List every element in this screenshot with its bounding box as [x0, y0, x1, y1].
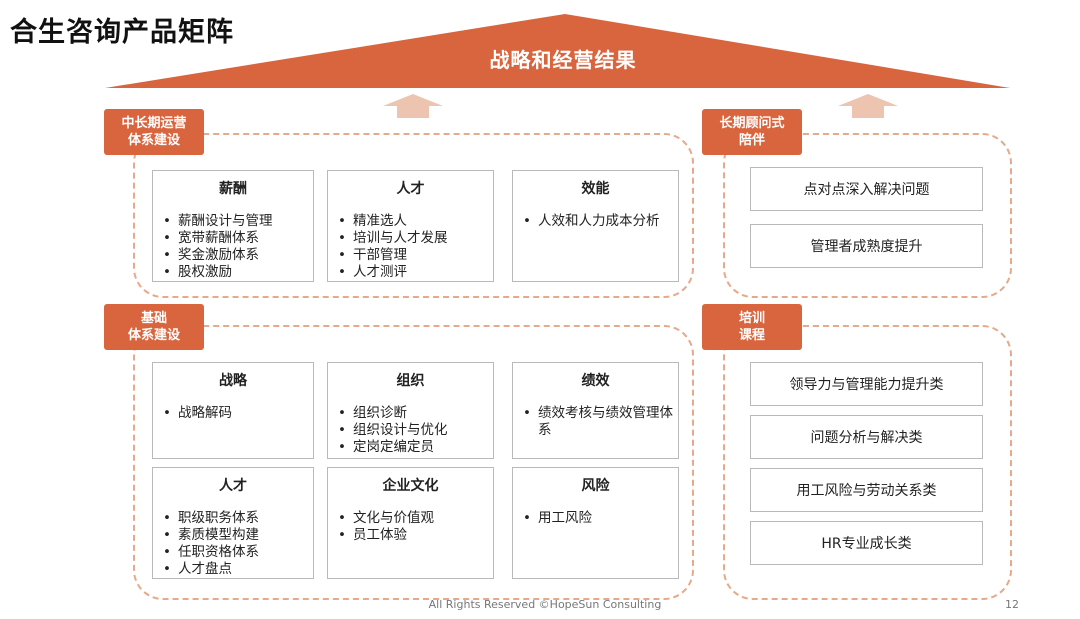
card-talent-foundation: 人才 职级职务体系 素质模型构建 任职资格体系 人才盘点: [152, 467, 314, 579]
tag-line: 长期顾问式: [719, 116, 785, 131]
training-item: HR专业成长类: [750, 521, 983, 565]
list-item: 薪酬设计与管理: [163, 213, 313, 230]
tag-training: 培训 课程: [702, 304, 802, 350]
footer-copyright: All Rights Reserved ©HopeSun Consulting: [428, 598, 662, 611]
card-title: 企业文化: [382, 478, 439, 494]
list-item: 人才测评: [338, 264, 493, 281]
training-item: 问题分析与解决类: [750, 415, 983, 459]
page-number: 12: [1005, 598, 1019, 611]
list-item: 用工风险: [523, 510, 678, 527]
list-item: 组织诊断: [338, 405, 493, 422]
up-arrow-icon: [838, 94, 898, 118]
card-strategy: 战略 战略解码: [152, 362, 314, 459]
list-item: 战略解码: [163, 405, 313, 422]
list-item: 任职资格体系: [163, 544, 313, 561]
card-title: 战略: [219, 373, 247, 389]
list-item: 人才盘点: [163, 561, 313, 578]
list-item: 定岗定编定员: [338, 439, 493, 456]
tag-line: 基础: [140, 311, 167, 326]
card-culture: 企业文化 文化与价值观 员工体验: [327, 467, 494, 579]
roof-shape: [105, 14, 1010, 88]
list-item: 职级职务体系: [163, 510, 313, 527]
list-item: 组织设计与优化: [338, 422, 493, 439]
card-organization: 组织 组织诊断 组织设计与优化 定岗定编定员: [327, 362, 494, 459]
card-title: 效能: [581, 181, 610, 197]
card-title: 人才: [219, 478, 247, 494]
tag-line: 陪伴: [738, 133, 765, 148]
tag-line: 体系建设: [127, 328, 180, 343]
tag-mid-long-ops: 中长期运营 体系建设: [104, 109, 204, 155]
group-long-advisory: [723, 133, 1012, 298]
roof-label: 战略和经营结果: [489, 48, 637, 72]
card-title: 绩效: [581, 373, 610, 389]
training-item: 用工风险与劳动关系类: [750, 468, 983, 512]
list-item: 素质模型构建: [163, 527, 313, 544]
list-item: 奖金激励体系: [163, 247, 313, 264]
group-training: [723, 325, 1012, 600]
tag-line: 中长期运营: [121, 116, 187, 131]
group-mid-long-ops: [133, 133, 694, 298]
list-item: 股权激励: [163, 264, 313, 281]
list-item: 人效和人力成本分析: [523, 213, 678, 230]
advisory-item: 点对点深入解决问题: [750, 167, 983, 211]
list-item: 培训与人才发展: [338, 230, 493, 247]
list-item: 干部管理: [338, 247, 493, 264]
up-arrow-icon: [383, 94, 443, 118]
card-compensation: 薪酬 薪酬设计与管理 宽带薪酬体系 奖金激励体系 股权激励: [152, 170, 314, 282]
card-title: 人才: [396, 181, 425, 197]
card-performance: 绩效 绩效考核与绩效管理体系: [512, 362, 679, 459]
card-title: 薪酬: [219, 181, 247, 197]
tag-foundation: 基础 体系建设: [104, 304, 204, 350]
card-talent-ops: 人才 精准选人 培训与人才发展 干部管理 人才测评: [327, 170, 494, 282]
card-efficiency: 效能 人效和人力成本分析: [512, 170, 679, 282]
tag-line: 培训: [738, 311, 765, 326]
card-title: 组织: [396, 373, 425, 389]
page-title: 合生咨询产品矩阵: [10, 17, 234, 48]
tag-line: 体系建设: [127, 133, 180, 148]
tag-line: 课程: [738, 328, 765, 343]
training-item: 领导力与管理能力提升类: [750, 362, 983, 406]
card-risk: 风险 用工风险: [512, 467, 679, 579]
group-foundation: [133, 325, 694, 600]
list-item: 宽带薪酬体系: [163, 230, 313, 247]
list-item: 文化与价值观: [338, 510, 493, 527]
tag-long-advisory: 长期顾问式 陪伴: [702, 109, 802, 155]
list-item: 员工体验: [338, 527, 493, 544]
list-item: 精准选人: [338, 213, 493, 230]
list-item: 绩效考核与绩效管理体系: [523, 405, 678, 439]
card-title: 风险: [581, 478, 610, 494]
advisory-item: 管理者成熟度提升: [750, 224, 983, 268]
